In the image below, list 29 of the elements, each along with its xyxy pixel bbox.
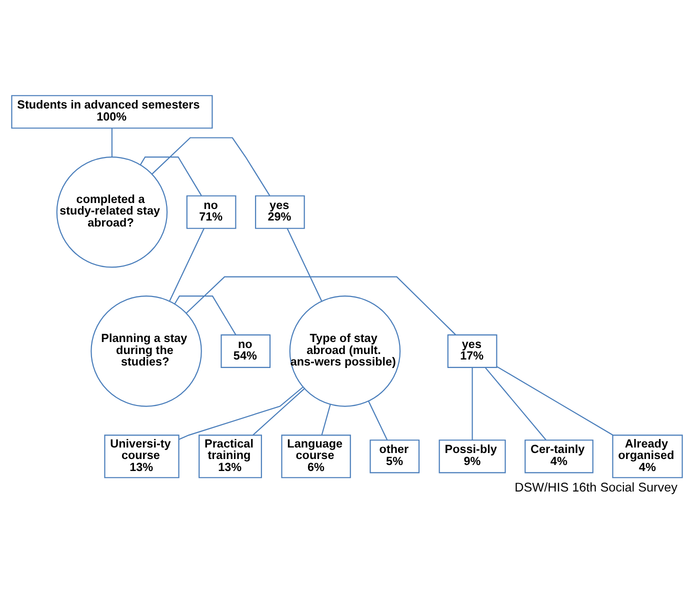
node-box: Already organised 4% (612, 434, 683, 478)
connector (496, 366, 614, 436)
caption: DSW/HIS 16th Social Survey (514, 480, 678, 494)
node-box: no 54% (220, 334, 271, 368)
connector (472, 368, 473, 440)
connector (140, 156, 202, 196)
node-box: yes 29% (255, 195, 305, 229)
connector (321, 404, 331, 436)
node-box: other 5% (370, 440, 420, 474)
connector (186, 276, 456, 336)
connector (485, 367, 546, 440)
node-box: Possi-bly 9% (438, 440, 506, 474)
node-box: Students in advanced semesters 100% (11, 95, 213, 129)
node-box: Language course 6% (281, 434, 351, 478)
node-box: Cer-tainly 4% (524, 440, 594, 474)
connector (152, 137, 270, 196)
connector (252, 388, 305, 436)
connector (286, 228, 322, 302)
node-box: Universi-ty course 13% (104, 434, 180, 478)
connector (178, 386, 304, 440)
connector (169, 228, 204, 302)
node-circle: completed a study-related stay abroad? (56, 156, 168, 268)
node-box: yes 17% (447, 334, 498, 368)
node-box: no 71% (186, 195, 236, 229)
node-box: Practical training 13% (198, 434, 262, 478)
connector (111, 128, 113, 157)
node-circle: Planning a stay during the studies? (90, 296, 202, 407)
connector (174, 296, 236, 335)
connector (368, 400, 388, 440)
